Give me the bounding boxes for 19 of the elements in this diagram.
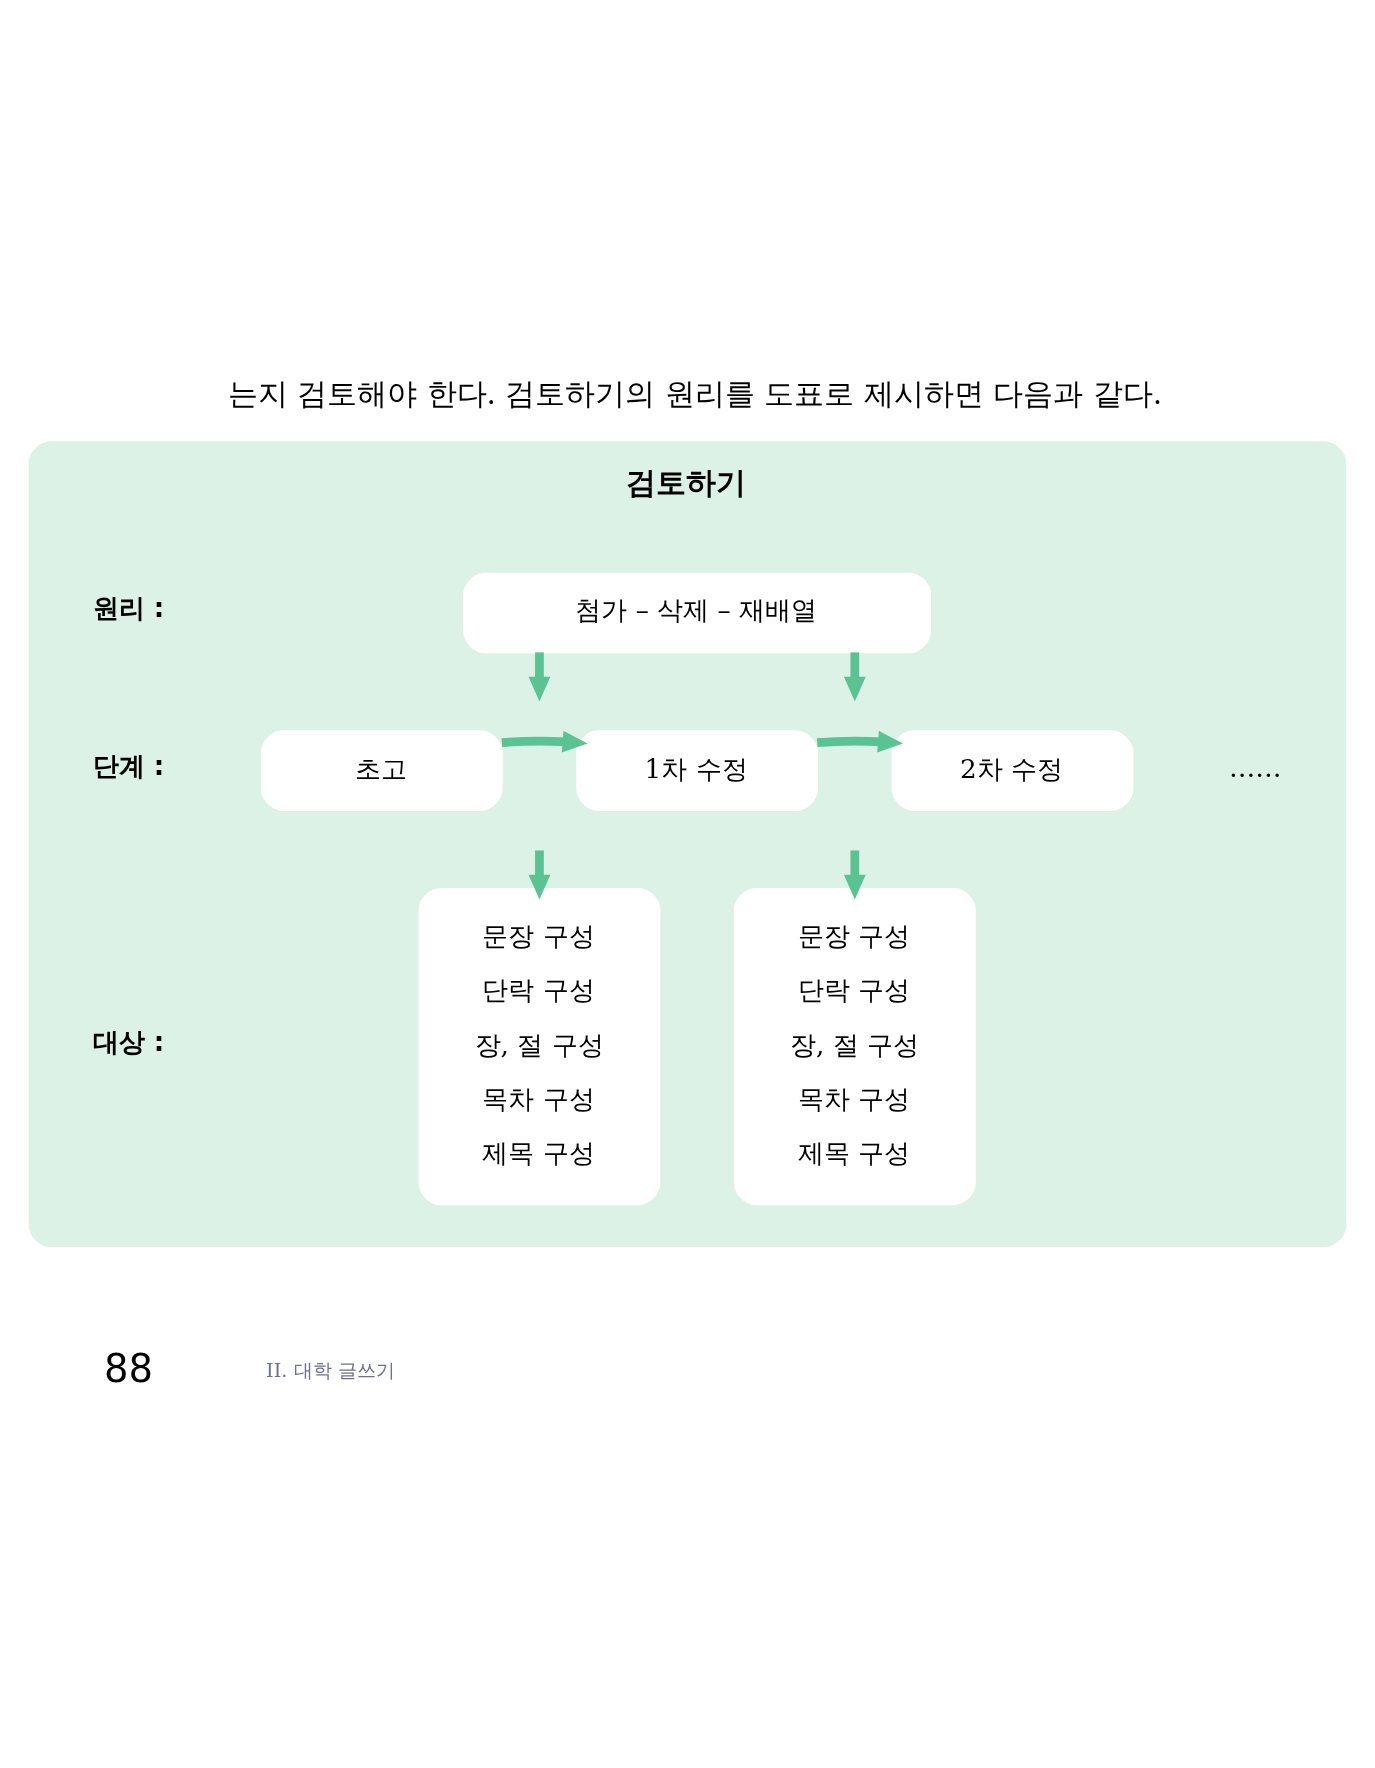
arrow <box>501 730 588 752</box>
node-box: 초고 <box>260 729 503 811</box>
node-box: 첨가 – 삭제 – 재배열 <box>463 572 932 653</box>
label: II. 대학 글쓰기 <box>266 1358 395 1382</box>
arrow <box>843 849 866 900</box>
label: 단계 : <box>92 750 165 781</box>
node-box: 2차 수정 <box>891 729 1134 811</box>
label: 원리 : <box>92 592 165 623</box>
node-box: 문장 구성 단락 구성 장, 절 구성 목차 구성 제목 구성 <box>733 887 976 1205</box>
node-box: 1차 수정 <box>576 729 819 811</box>
label: 88 <box>104 1345 154 1391</box>
label: 는지 검토해야 한다. 검토하기의 원리를 도표로 제시하면 다음과 같다. <box>227 375 1163 411</box>
label: 대상 : <box>92 1026 165 1057</box>
arrow <box>528 849 551 900</box>
node-box: 문장 구성 단락 구성 장, 절 구성 목차 구성 제목 구성 <box>418 887 661 1205</box>
label: …… <box>1228 752 1282 783</box>
arrow <box>843 651 866 702</box>
arrow <box>816 730 903 752</box>
arrow <box>528 651 551 702</box>
